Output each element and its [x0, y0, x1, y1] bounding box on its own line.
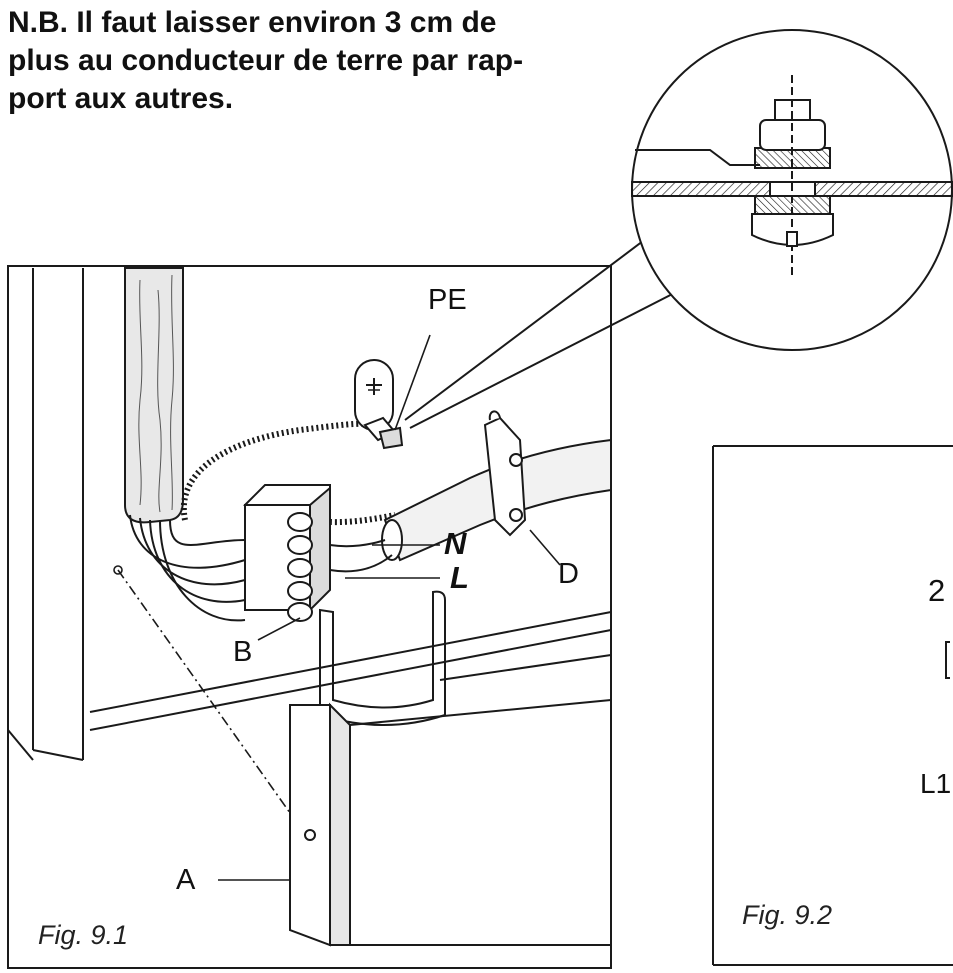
- ground-icon: [366, 378, 382, 395]
- label-bracket-a: A: [176, 864, 196, 896]
- cable-wires: [129, 514, 246, 622]
- fig2-number: 2: [928, 573, 946, 608]
- label-clamp-d: D: [558, 558, 579, 590]
- note-line-1: N.B. Il faut laisser environ 3 cm de: [8, 6, 497, 39]
- caption-fig-9-1: Fig. 9.1: [38, 920, 129, 950]
- detail-callout: [404, 29, 953, 429]
- earth-stud: [354, 359, 404, 450]
- fig2-label-l1: L1: [920, 768, 952, 799]
- cabinet-side-panel: [7, 268, 84, 761]
- label-neutral: N: [444, 526, 467, 561]
- power-cable-sheath: [124, 267, 184, 524]
- fig-9-2-frame: [712, 445, 953, 966]
- label-terminal-b: B: [233, 636, 253, 668]
- label-live: L: [450, 560, 469, 595]
- note-line-3: port aux autres.: [8, 82, 234, 115]
- cabinet-rails: [89, 611, 612, 731]
- label-pe: PE: [428, 284, 467, 316]
- terminal-block: [243, 484, 331, 622]
- fig-9-1-frame: [7, 265, 612, 969]
- note-line-2: plus au conducteur de terre par rap-: [8, 44, 524, 77]
- caption-fig-9-2: Fig. 9.2: [742, 900, 833, 930]
- outgoing-cable: [329, 438, 612, 573]
- leader-lines: [113, 334, 561, 881]
- earth-wire: [180, 420, 396, 526]
- mounting-bracket: [289, 590, 612, 947]
- note-text: N.B. Il faut laisser environ 3 cm de plu…: [8, 4, 608, 118]
- cable-clamp: [483, 410, 527, 537]
